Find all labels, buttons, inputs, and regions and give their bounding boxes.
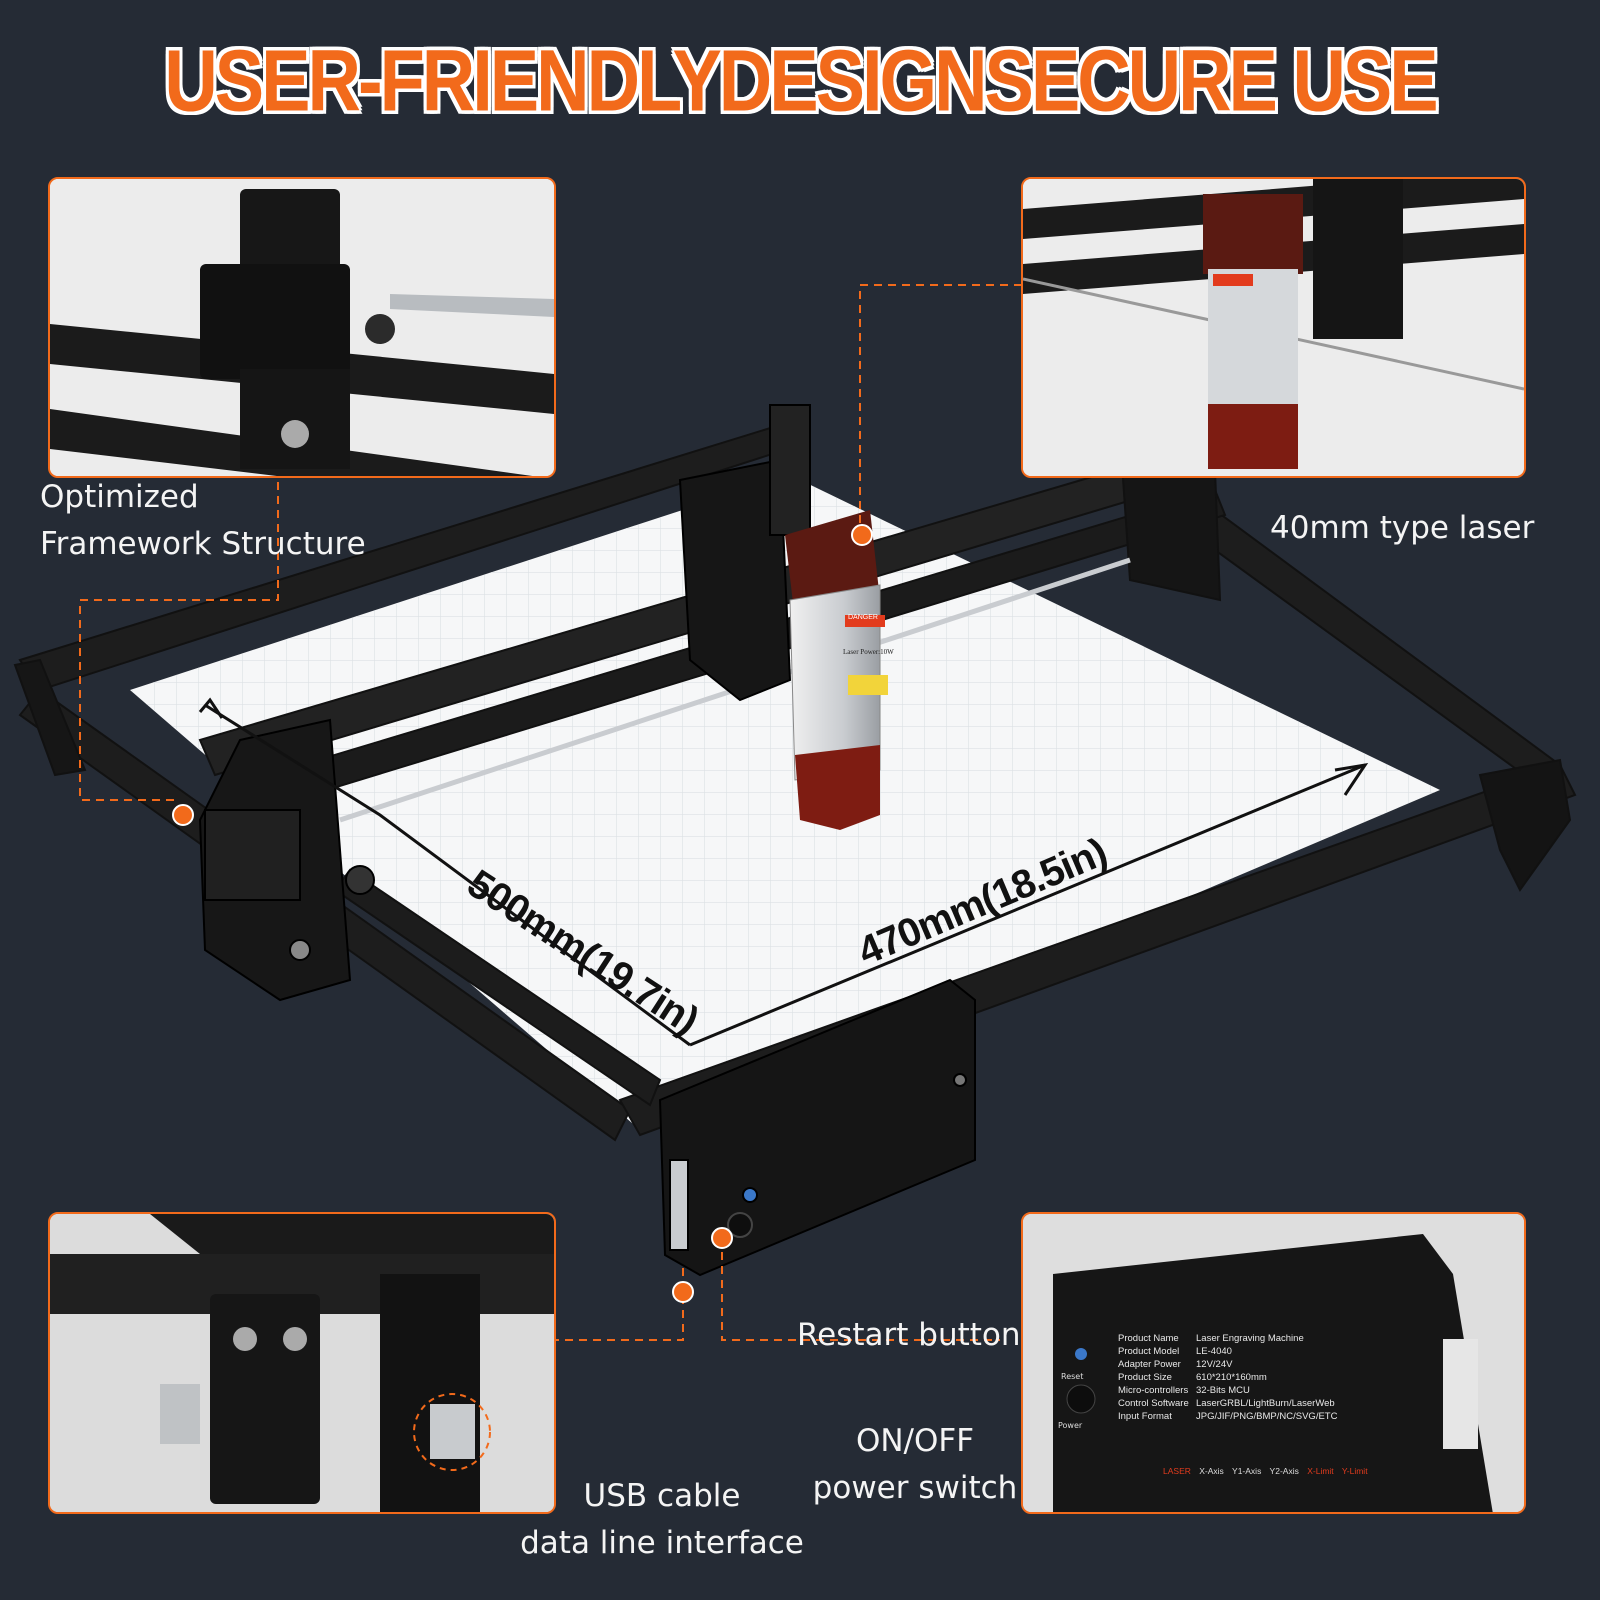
- callout-usb-line2: data line interface: [520, 1525, 804, 1561]
- left-carriage: [198, 718, 375, 1002]
- callout-power: ON/OFF power switch: [806, 1418, 1024, 1512]
- port-label: LASER: [1163, 1466, 1191, 1476]
- control-box: [658, 978, 976, 1277]
- laser-module: [785, 510, 888, 830]
- callout-framework: Optimized Framework Structure: [40, 474, 366, 568]
- page-title: USER-FRIENDLYDESIGNSECURE USE: [164, 31, 1438, 130]
- inset-laser: [1021, 177, 1526, 478]
- laser-closeup-image: [1023, 179, 1524, 476]
- callout-usb-line1: USB cable: [583, 1478, 741, 1514]
- inset-framework: [48, 177, 556, 478]
- port-label: X-Limit: [1307, 1466, 1334, 1476]
- port-label: X-Axis: [1199, 1466, 1224, 1476]
- panel-reset-label: Reset: [1061, 1372, 1084, 1381]
- port-label: Y2-Axis: [1269, 1466, 1299, 1476]
- callout-framework-line1: Optimized: [40, 479, 199, 515]
- inset-usb: [48, 1212, 556, 1514]
- callout-power-line1: ON/OFF: [855, 1423, 975, 1459]
- usb-closeup-image: [50, 1214, 554, 1512]
- callout-laser: 40mm type laser: [1270, 510, 1535, 546]
- control-panel-body: [1023, 1214, 1524, 1512]
- laser-carriage: [678, 404, 811, 702]
- callout-restart: Restart button: [797, 1317, 1021, 1353]
- callout-usb: USB cable data line interface: [512, 1473, 812, 1567]
- dimension-arrows: [198, 697, 1369, 1047]
- port-label: Y-Limit: [1341, 1466, 1368, 1476]
- callout-framework-line2: Framework Structure: [40, 526, 366, 562]
- panel-port-labels: LASER X-Axis Y1-Axis Y2-Axis X-Limit Y-L…: [1163, 1466, 1368, 1476]
- panel-power-label: Power: [1058, 1421, 1083, 1430]
- port-label: Y1-Axis: [1232, 1466, 1262, 1476]
- laser-warning-label: DANGER: [848, 614, 878, 621]
- callout-dots: [172, 524, 873, 1303]
- callout-leaders: [79, 284, 1022, 1341]
- callout-power-line2: power switch: [812, 1470, 1018, 1506]
- framework-closeup-image: [50, 179, 554, 476]
- laser-power-label: Laser Power:10W: [843, 648, 894, 656]
